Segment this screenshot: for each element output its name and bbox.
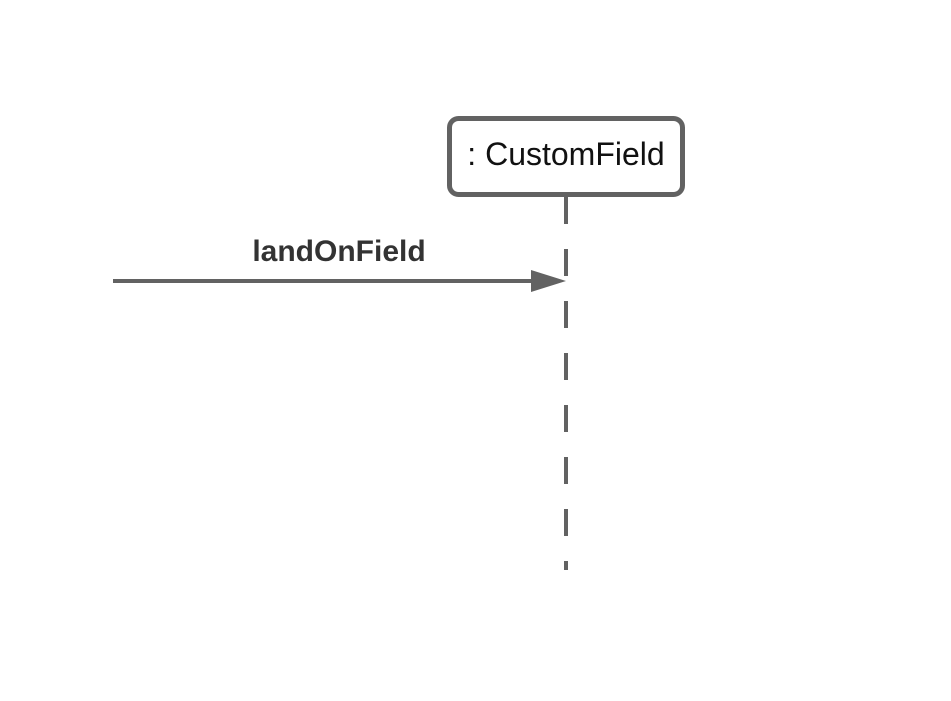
participant-box [447,116,685,197]
participant-customfield[interactable]: : CustomField [447,116,685,197]
arrowhead-icon [531,270,566,292]
participant-label: : CustomField [467,136,664,172]
message-label: landOnField [252,235,425,268]
message-landonfield[interactable]: landOnField [113,235,566,292]
